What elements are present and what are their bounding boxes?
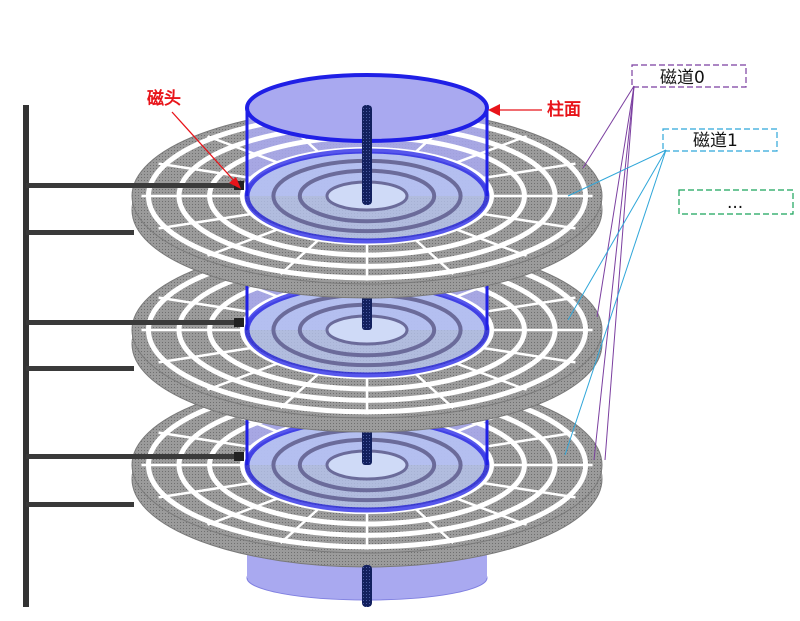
cylinder-label: 柱面: [547, 99, 581, 120]
read-write-head: [234, 452, 244, 461]
sector-spoke: [158, 431, 253, 449]
sector-spoke: [279, 238, 321, 275]
sector-spoke: [481, 346, 576, 364]
sector-spoke: [207, 227, 280, 257]
sector-spoke: [481, 481, 576, 499]
sector-spoke: [158, 481, 253, 499]
sector-spoke: [454, 496, 527, 526]
more-tracks-label: ...: [727, 193, 743, 213]
sector-spoke: [207, 361, 280, 391]
head-pointer-line: [171, 111, 238, 185]
read-write-head: [234, 318, 244, 327]
actuator-arm-upper: [26, 183, 241, 188]
track0-leader-lines: [582, 85, 635, 461]
sector-spoke: [454, 361, 527, 391]
head-label: 磁头: [147, 88, 181, 109]
spindle-bottom: [362, 565, 372, 607]
actuator-arm-upper: [26, 320, 241, 325]
actuator-arm-lower: [26, 230, 134, 235]
sector-spoke: [481, 162, 576, 180]
head-pointer-arrowhead: [229, 177, 241, 189]
track1-box: [662, 128, 778, 152]
track1-leader-lines: [564, 149, 667, 456]
actuator-arm-upper: [26, 454, 241, 459]
spindle-top: [362, 105, 372, 205]
actuator-post: [23, 105, 29, 607]
sector-spoke: [413, 238, 455, 275]
track1-label: 磁道1: [693, 131, 738, 151]
sector-spoke: [279, 507, 321, 544]
sector-spoke: [413, 507, 455, 544]
sector-spoke: [481, 212, 576, 230]
platter-stack: [131, 73, 603, 607]
track0-box: [631, 64, 747, 88]
sector-spoke: [413, 372, 455, 409]
sector-spoke: [454, 227, 527, 257]
sector-spoke: [158, 346, 253, 364]
sector-spoke: [158, 296, 253, 314]
more-tracks-box: [678, 189, 794, 215]
actuator-arm-lower: [26, 366, 134, 371]
actuator-arm-lower: [26, 502, 134, 507]
track0-label: 磁道0: [660, 68, 705, 88]
sector-spoke: [158, 212, 253, 230]
sector-spoke: [481, 296, 576, 314]
sector-spoke: [279, 372, 321, 409]
sector-spoke: [207, 135, 280, 165]
sector-spoke: [481, 431, 576, 449]
cylinder-pointer-arrowhead: [488, 104, 500, 116]
sector-spoke: [158, 162, 253, 180]
sector-spoke: [207, 496, 280, 526]
sector-spoke: [454, 135, 527, 165]
